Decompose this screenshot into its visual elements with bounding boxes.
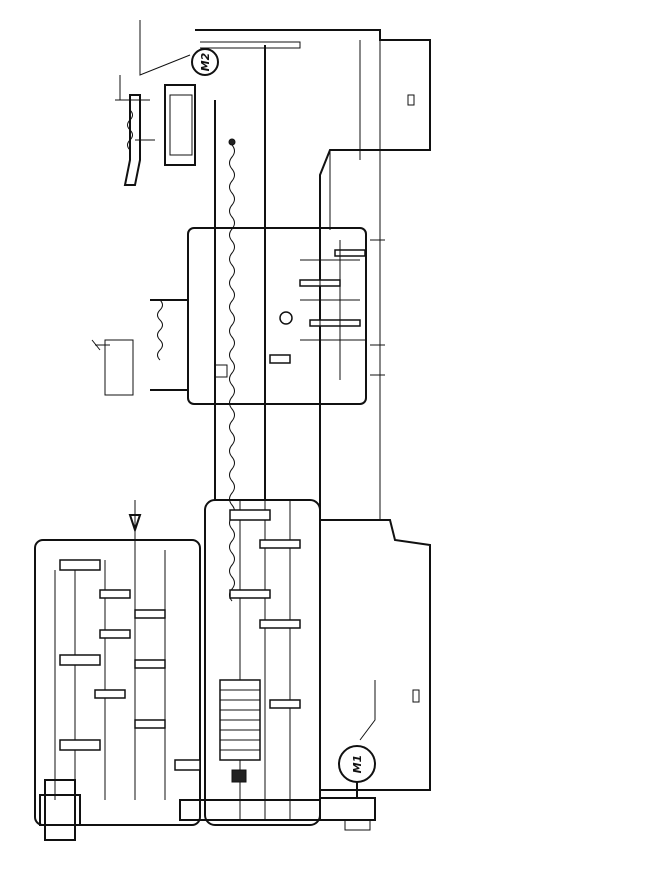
feed-shafts bbox=[200, 41, 301, 602]
main-motor-label: M1 bbox=[351, 755, 364, 774]
headstock bbox=[34, 500, 201, 841]
apron bbox=[91, 227, 385, 405]
rapid-motor: M2 bbox=[139, 20, 219, 76]
lathe-bed bbox=[195, 29, 431, 791]
rapid-motor-label: M2 bbox=[199, 52, 212, 71]
feed-gearbox bbox=[179, 499, 321, 826]
main-motor: M1 bbox=[319, 680, 376, 831]
tailstock bbox=[115, 75, 196, 186]
